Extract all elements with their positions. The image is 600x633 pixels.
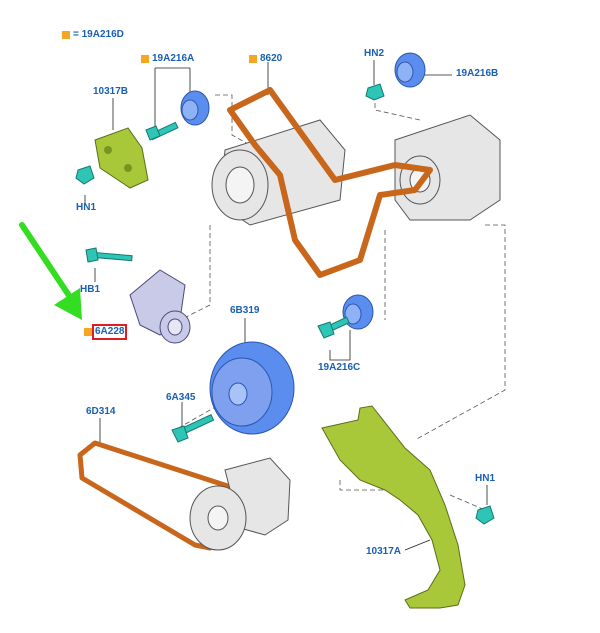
label-hn1-left[interactable]: HN1 [76,202,97,213]
legend-text: = 19A216D [73,29,124,40]
damper-pulley-6b319 [209,341,295,435]
bolt-idler-top [145,121,179,141]
label-19a216a-marker [141,55,149,63]
bracket-10317b [94,127,149,189]
nut-hn2 [365,83,385,101]
power-steering-pump [189,457,291,551]
tensioner-6a228 [129,269,191,344]
label-hb1[interactable]: HB1 [80,284,101,295]
label-6a228-marker [84,328,92,336]
idler-19a216c [342,294,374,330]
legend-marker [62,31,70,39]
label-19a216a[interactable]: 19A216A [152,53,195,64]
label-hn2[interactable]: HN2 [364,48,385,59]
label-6d314[interactable]: 6D314 [86,406,116,417]
idler-19a216a [180,90,210,126]
bolt-6a345 [171,414,215,443]
bolt-hb1 [85,247,133,263]
nut-hn1-right [475,505,495,525]
label-19a216c[interactable]: 19A216C [318,362,361,373]
label-6a228[interactable]: 6A228 [91,324,128,340]
label-10317b[interactable]: 10317B [93,86,129,97]
label-8620[interactable]: 8620 [260,53,283,64]
label-6a345[interactable]: 6A345 [166,392,196,403]
label-8620-marker [249,55,257,63]
label-leaders [84,60,488,551]
label-hn1-right[interactable]: HN1 [475,473,496,484]
idler-19a216b [394,52,426,88]
bolt-idler-lower [317,316,350,339]
pointer-arrow [19,222,82,320]
label-10317a[interactable]: 10317A [366,546,402,557]
belt-8620 [227,87,433,278]
label-6b319[interactable]: 6B319 [230,305,260,316]
label-19a216b[interactable]: 19A216B [456,68,499,79]
nut-hn1-left [75,165,95,185]
bracket-10317a [321,405,466,609]
